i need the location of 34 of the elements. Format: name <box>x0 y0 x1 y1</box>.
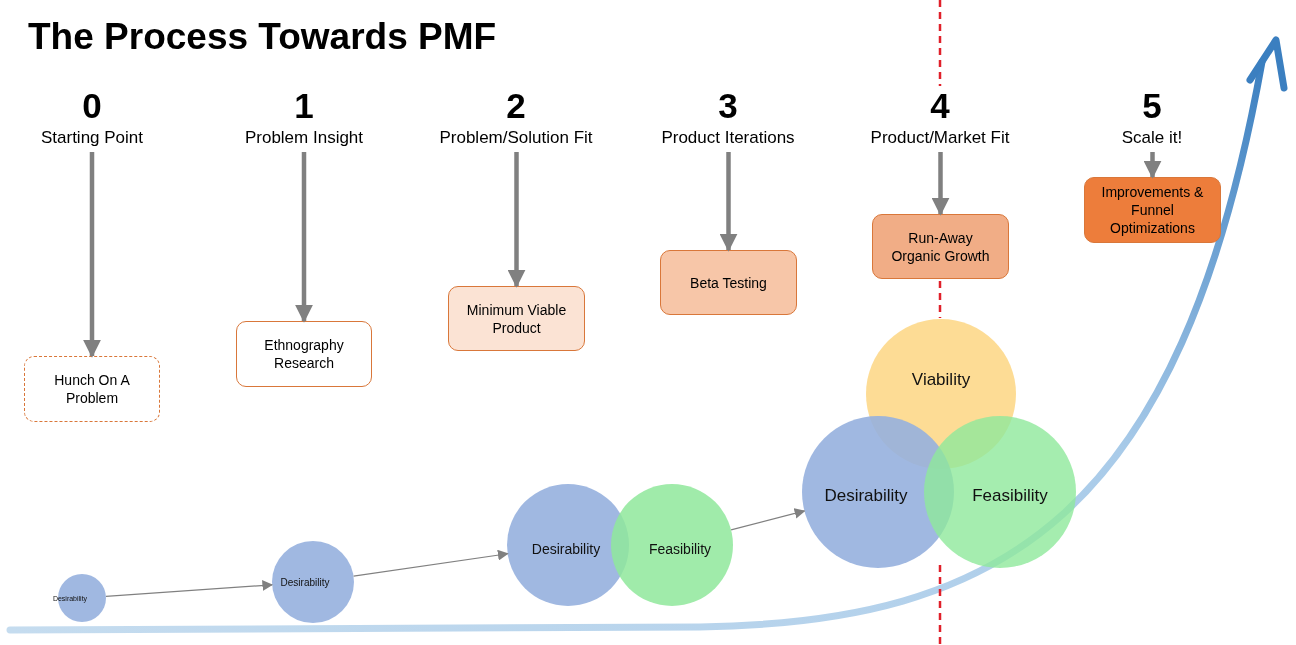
step-box: Ethnography Research <box>236 321 372 387</box>
arrow <box>931 152 950 216</box>
arrow <box>352 549 509 577</box>
arrow <box>83 152 101 358</box>
diagram-title: The Process Towards PMF <box>28 16 497 58</box>
stage-label: Product/Market Fit <box>870 127 1010 149</box>
stage-label: Scale it! <box>1121 127 1183 149</box>
step-box: Hunch On A Problem <box>24 356 160 422</box>
stage-label: Problem Insight <box>244 127 364 149</box>
step-box: Minimum Viable Product <box>448 286 585 351</box>
step-box: Beta Testing <box>660 250 797 315</box>
stage-number: 5 <box>1142 88 1162 124</box>
stage-number: 3 <box>718 88 738 124</box>
stage-label: Product Iterations <box>661 127 795 149</box>
stage-number: 2 <box>506 88 526 124</box>
circle-label: Viability <box>911 370 971 390</box>
circle-label: Feasibility <box>972 486 1048 506</box>
arrow <box>719 152 738 252</box>
step-box: Improvements & Funnel Optimizations <box>1084 177 1221 243</box>
stage-label: Starting Point <box>40 127 144 149</box>
stage-number: 4 <box>930 88 950 124</box>
stage-label: Problem/Solution Fit <box>439 127 593 149</box>
arrow <box>105 580 274 597</box>
circle-label: Desirability <box>280 576 330 588</box>
stage-number: 0 <box>82 88 102 124</box>
step-box: Run-Away Organic Growth <box>872 214 1009 279</box>
arrow <box>295 152 313 323</box>
stage-number: 1 <box>294 88 314 124</box>
arrow <box>1143 152 1162 179</box>
arrow <box>507 152 526 288</box>
circle-label: Desirability <box>824 486 908 506</box>
circle-label: Feasibility <box>648 541 712 557</box>
circle-label: Desirability <box>531 541 601 557</box>
arrow <box>730 508 806 531</box>
